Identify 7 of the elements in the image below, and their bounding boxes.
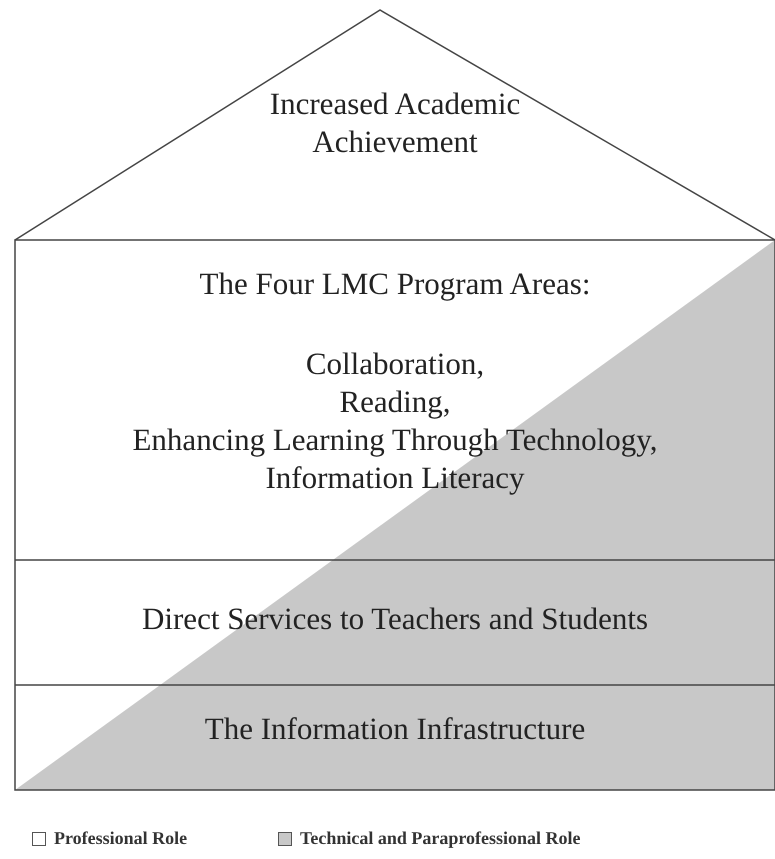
- legend-label: Professional Role: [54, 828, 188, 849]
- band-heading: The Four LMC Program Areas:: [198, 265, 592, 303]
- band-body: Collaboration, Reading, Enhancing Learning Through Technology, Information Literacy: [132, 345, 658, 497]
- legend-label: Technical and Paraprofessional Role: [300, 828, 581, 849]
- band-title: Direct Services to Teachers and Students: [140, 600, 650, 638]
- band-title: The Information Infrastructure: [204, 710, 586, 748]
- roof-title: Increased Academic Achievement: [268, 85, 522, 161]
